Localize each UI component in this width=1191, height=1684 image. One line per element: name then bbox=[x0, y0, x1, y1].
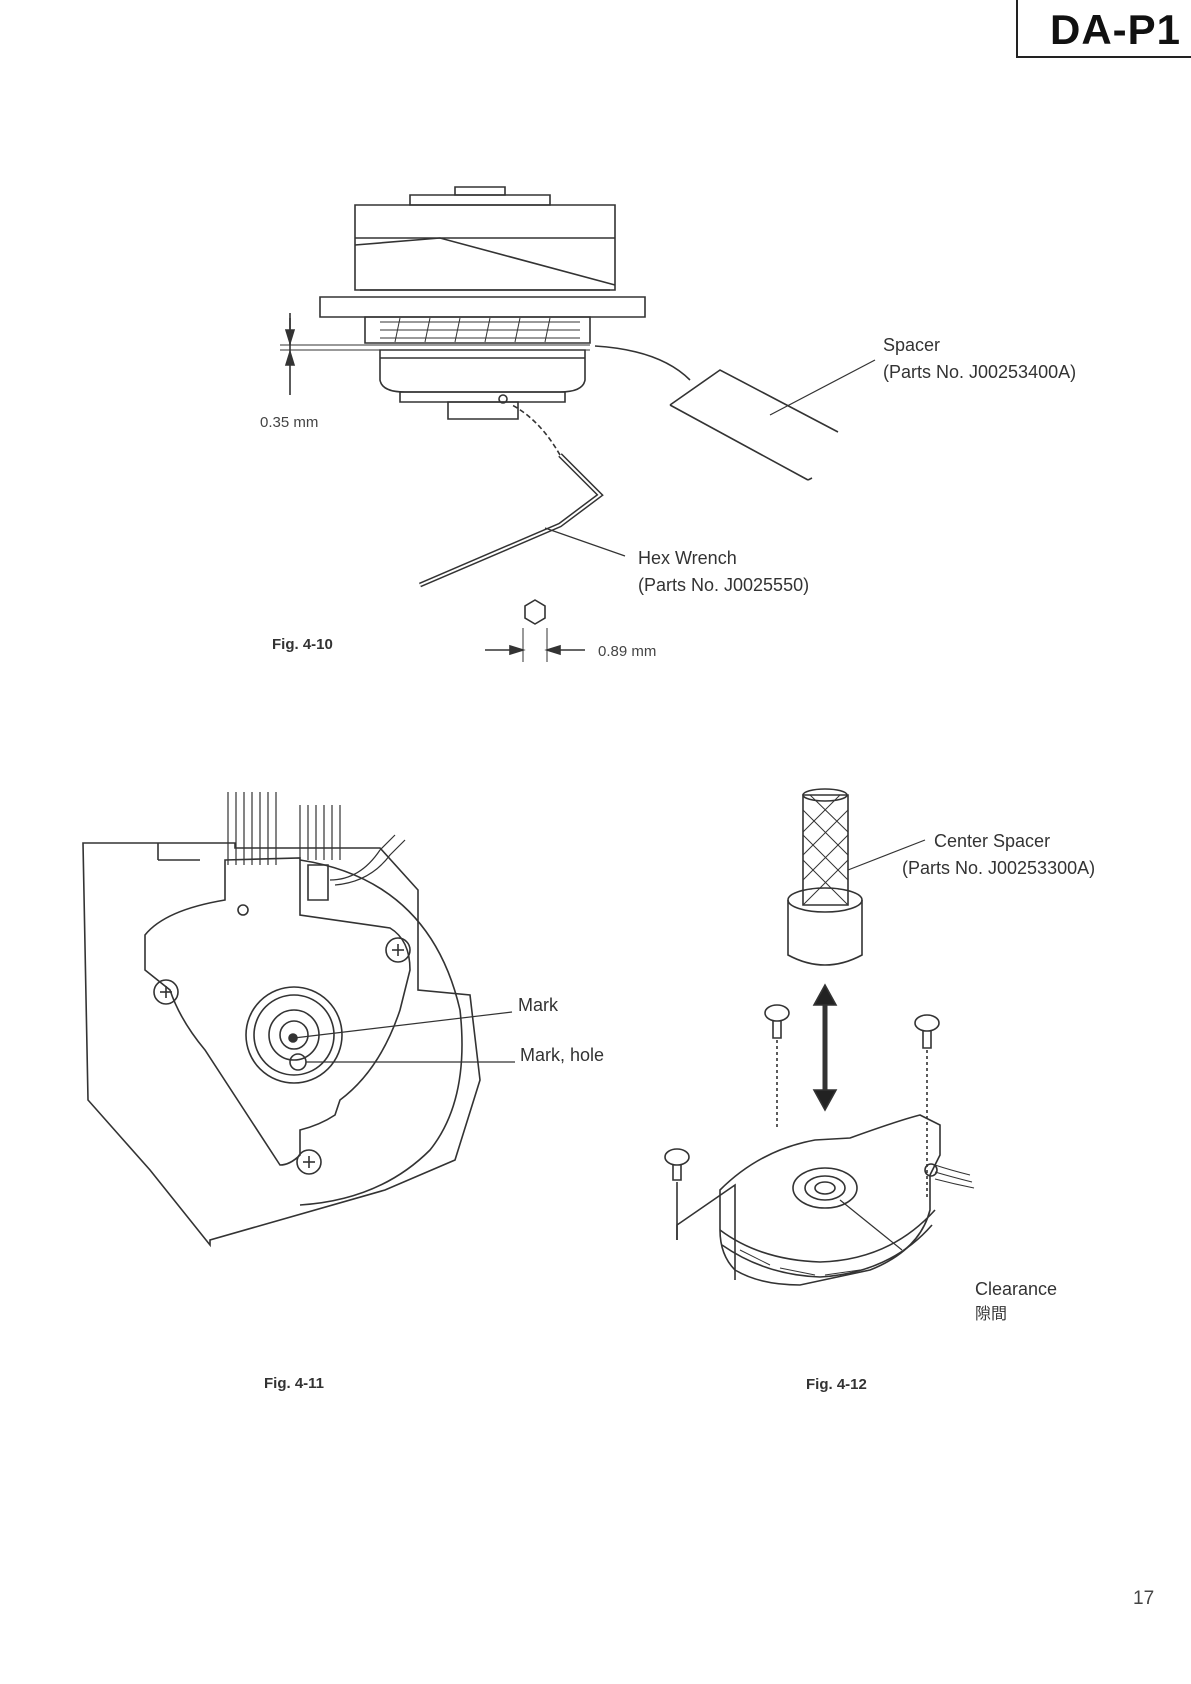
fig-4-12-caption: Fig. 4-12 bbox=[806, 1376, 867, 1393]
gap-dimension: 0.35 mm bbox=[260, 414, 318, 431]
clearance-label: Clearance 隙間 bbox=[975, 1276, 1057, 1327]
hex-wrench-name: Hex Wrench bbox=[638, 545, 809, 572]
spacer-part-number: (Parts No. J00253400A) bbox=[883, 359, 1076, 386]
center-spacer-label: Center Spacer (Parts No. J00253300A) bbox=[902, 828, 1095, 882]
page-number: 17 bbox=[1133, 1588, 1154, 1610]
center-spacer-name: Center Spacer bbox=[902, 828, 1095, 855]
spacer-name: Spacer bbox=[883, 332, 1076, 359]
hex-wrench-label: Hex Wrench (Parts No. J0025550) bbox=[638, 545, 809, 599]
clearance-name-jp: 隙間 bbox=[975, 1303, 1057, 1327]
mark-hole-label: Mark, hole bbox=[520, 1042, 604, 1069]
mark-label: Mark bbox=[518, 992, 558, 1019]
hex-dimension: 0.89 mm bbox=[598, 643, 656, 660]
spacer-label: Spacer (Parts No. J00253400A) bbox=[883, 332, 1076, 386]
center-spacer-part-number: (Parts No. J00253300A) bbox=[902, 855, 1095, 882]
fig-4-10-caption: Fig. 4-10 bbox=[272, 636, 333, 653]
fig-4-11-caption: Fig. 4-11 bbox=[264, 1375, 324, 1392]
hex-wrench-part-number: (Parts No. J0025550) bbox=[638, 572, 809, 599]
clearance-name: Clearance bbox=[975, 1276, 1057, 1303]
